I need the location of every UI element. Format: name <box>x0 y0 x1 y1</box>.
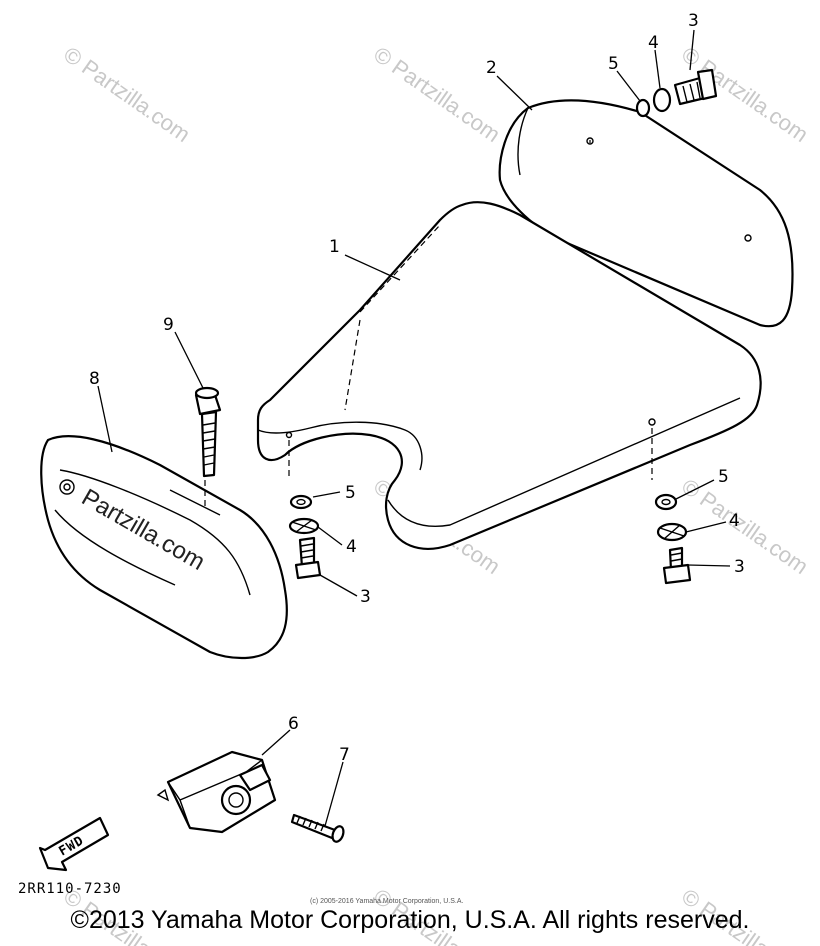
callout-washer-top: 5 <box>608 54 619 74</box>
callout-lock: 6 <box>288 714 299 734</box>
copyright-notice: ©2013 Yamaha Motor Corporation, U.S.A. A… <box>70 906 750 934</box>
top-hardware <box>635 68 718 118</box>
callout-washer-right: 5 <box>718 467 729 487</box>
callout-cover: 8 <box>89 369 100 389</box>
callout-lockwasher-left: 4 <box>346 537 357 557</box>
long-bolt <box>194 386 222 478</box>
callout-bolt-right: 3 <box>734 557 745 577</box>
callout-screw: 7 <box>339 745 350 765</box>
watermark-5: © Partzilla.com <box>677 474 813 580</box>
callouts: 1 2 3 4 5 9 8 5 4 3 5 4 3 6 7 <box>89 11 745 765</box>
right-hardware <box>654 493 692 585</box>
seat <box>256 201 762 550</box>
callout-long-bolt: 9 <box>163 315 174 335</box>
watermark-2: © Partzilla.com <box>369 42 505 148</box>
watermark-1: © Partzilla.com <box>59 42 195 148</box>
drawing-code: 2RR110-7230 <box>18 881 122 897</box>
seat-lock <box>156 750 277 834</box>
callout-bolt-top: 3 <box>688 11 699 31</box>
callout-seat: 1 <box>329 237 340 257</box>
left-hardware <box>288 494 322 580</box>
callout-lockwasher-top: 4 <box>648 33 659 53</box>
callout-bolt-left: 3 <box>360 587 371 607</box>
callout-washer-left: 5 <box>345 483 356 503</box>
leader-lines <box>97 29 731 827</box>
small-copyright: (c) 2005-2016 Yamaha Motor Corporation, … <box>310 898 463 905</box>
callout-lockwasher-right: 4 <box>729 511 740 531</box>
fwd-arrow: FWD <box>38 816 110 872</box>
side-cover <box>40 435 288 660</box>
callout-backrest: 2 <box>486 58 497 78</box>
screw <box>290 813 345 843</box>
backrest-pad <box>498 99 794 328</box>
